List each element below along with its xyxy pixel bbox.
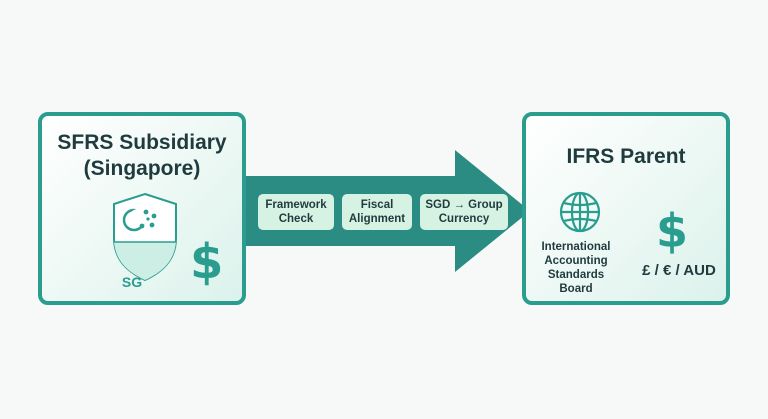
iasb-line2: Accounting [544, 255, 608, 267]
globe-icon [559, 191, 601, 233]
country-badge: SG [121, 274, 143, 290]
group-currencies: £ / € / AUD [642, 262, 716, 279]
shield-icon [113, 192, 177, 282]
subsidiary-title-line1: SFRS Subsidiary [57, 131, 227, 154]
iasb-label: International Accounting Standards Board [534, 240, 618, 296]
ifrs-parent-box: IFRS Parent International Accounting Sta… [522, 112, 730, 305]
iasb-line1: International [541, 241, 611, 253]
dollar-icon: $ [656, 204, 689, 258]
step-label-line1: SGD → Group [425, 199, 503, 211]
iasb-line3: Standards [547, 269, 605, 281]
star-icon [139, 209, 157, 229]
sfrs-subsidiary-box: SFRS Subsidiary (Singapore) SG $ [38, 112, 246, 305]
dollar-icon: $ [190, 234, 224, 290]
step-label-line2: Alignment [348, 213, 406, 225]
iasb-line4: Board [559, 283, 593, 295]
step-currency-conversion: SGD → Group Currency [420, 194, 508, 230]
step-framework-check: Framework Check [258, 194, 334, 230]
parent-title: IFRS Parent [566, 145, 686, 168]
step-fiscal-alignment: Fiscal Alignment [342, 194, 412, 230]
step-label-line1: Framework [265, 199, 327, 211]
step-label-line2: Currency [438, 213, 490, 225]
crescent-icon [122, 208, 147, 232]
subsidiary-title-line2: (Singapore) [83, 157, 201, 180]
subsidiary-title: SFRS Subsidiary (Singapore) [42, 130, 242, 182]
step-label-line1: Fiscal [360, 199, 394, 211]
step-label-line2: Check [278, 213, 314, 225]
